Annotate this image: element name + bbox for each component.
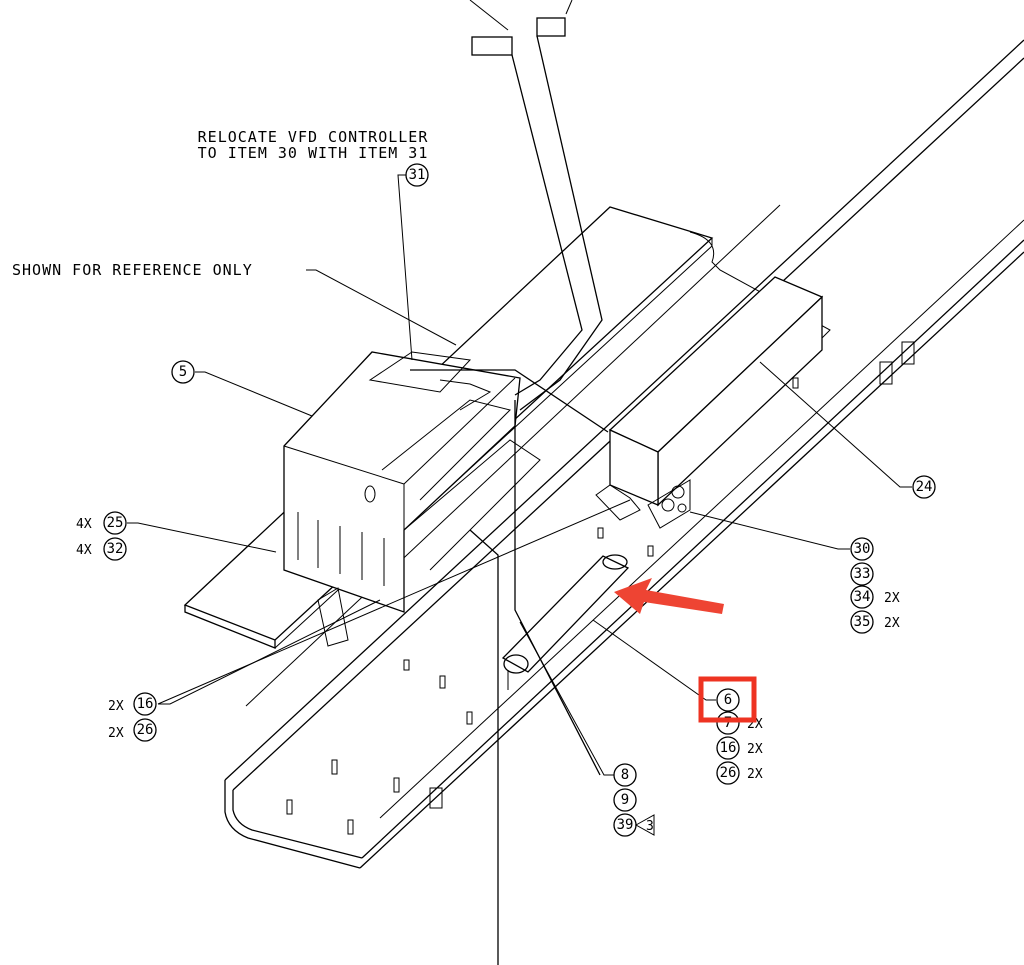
qty-25: 4X	[76, 517, 92, 532]
balloon-5: 5	[171, 360, 195, 384]
svg-text:8: 8	[621, 767, 629, 783]
item-24-enclosure	[595, 276, 824, 529]
leader-lines	[127, 174, 912, 776]
qty-16-right: 2X	[747, 742, 763, 757]
svg-text:24: 24	[916, 479, 933, 495]
balloon-39: 39 3	[613, 813, 655, 837]
balloon-33: 33	[850, 562, 874, 586]
balloon-35: 35 2X	[850, 610, 900, 634]
balloon-32: 4X 32	[76, 537, 127, 561]
svg-text:25: 25	[107, 515, 124, 531]
relocate-note-line2: TO ITEM 30 WITH ITEM 31	[198, 144, 429, 162]
balloon-8: 8	[613, 763, 637, 787]
svg-text:16: 16	[137, 696, 154, 712]
qty-35: 2X	[884, 616, 900, 631]
revision-number: 3	[646, 819, 654, 834]
balloon-6: 6	[716, 688, 740, 712]
item-6-roller	[501, 554, 630, 690]
svg-text:26: 26	[720, 765, 737, 781]
qty-26-left: 2X	[108, 726, 124, 741]
reference-note: SHOWN FOR REFERENCE ONLY	[12, 261, 253, 279]
svg-text:30: 30	[854, 541, 871, 557]
standoffs	[286, 341, 915, 835]
qty-26-right: 2X	[747, 767, 763, 782]
item-5-vfd-housing	[283, 351, 541, 647]
conveyor-channel	[224, 39, 1024, 869]
svg-text:32: 32	[107, 541, 124, 557]
revision-triangle	[634, 814, 655, 836]
svg-text:31: 31	[409, 167, 426, 183]
balloon-26-right: 26 2X	[716, 761, 763, 785]
svg-text:5: 5	[179, 364, 187, 380]
svg-text:9: 9	[621, 792, 629, 808]
qty-34: 2X	[884, 591, 900, 606]
relocate-note-line1: RELOCATE VFD CONTROLLER	[198, 128, 429, 146]
qty-16-left: 2X	[108, 699, 124, 714]
qty-32: 4X	[76, 543, 92, 558]
svg-text:39: 39	[617, 817, 634, 833]
balloon-24: 24	[912, 475, 936, 499]
svg-text:35: 35	[854, 614, 871, 630]
svg-text:26: 26	[137, 722, 154, 738]
red-pointer-arrow	[614, 578, 724, 614]
balloon-25: 4X 25	[76, 511, 127, 535]
balloon-31: 31	[405, 163, 429, 187]
balloon-16-left: 2X 16	[108, 692, 157, 716]
balloon-26-left: 2X 26	[108, 718, 157, 742]
svg-text:33: 33	[854, 566, 871, 582]
cable-routing	[410, 0, 609, 965]
balloon-9: 9	[613, 788, 637, 812]
balloon-16-right: 16 2X	[716, 736, 763, 760]
svg-text:34: 34	[854, 589, 871, 605]
balloon-34: 34 2X	[850, 585, 900, 609]
highlight-box	[698, 676, 757, 723]
svg-text:16: 16	[720, 740, 737, 756]
relocate-note: RELOCATE VFD CONTROLLER TO ITEM 30 WITH …	[198, 128, 429, 162]
svg-text:7: 7	[724, 715, 732, 731]
svg-text:6: 6	[724, 692, 732, 708]
balloon-30: 30	[850, 537, 874, 561]
item-balloons: 31 5 4X 25 4X 32 2X 16 2X 26 24	[76, 163, 936, 837]
